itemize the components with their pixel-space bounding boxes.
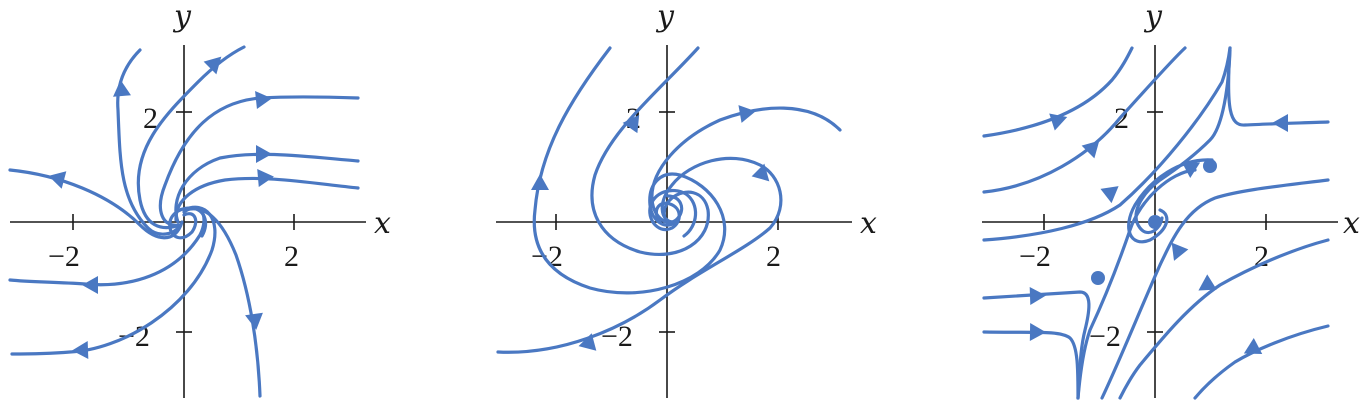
panel-3-trajectory	[1226, 46, 1330, 127]
panel-3-x-tick-label-pos: 2	[1254, 240, 1269, 273]
panel-1-direction-arrow	[255, 91, 272, 109]
panel-3-trajectory	[1193, 324, 1330, 400]
panel-3-y-axis-label: y	[1143, 0, 1163, 34]
panel-3-trajectory	[982, 46, 1134, 138]
panel-2-trajectory	[590, 46, 710, 257]
panel-1-trajectory	[174, 152, 360, 224]
panel-1-y-tick-label-pos: 2	[143, 102, 158, 135]
panel-1-direction-arrow	[256, 145, 272, 163]
panel-3-direction-arrow	[1081, 140, 1100, 159]
panel-3-equilibrium-point	[1091, 271, 1105, 285]
panel-3-trajectory	[1134, 48, 1232, 234]
panel-3-direction-arrow	[1049, 113, 1068, 131]
panel-2-trajectories	[496, 46, 842, 354]
panel-2-spiral: y x −2 2 2 −2	[496, 0, 877, 398]
panel-2-y-axis-label: y	[655, 0, 675, 34]
panel-3-trajectory	[1076, 168, 1197, 400]
panel-2-direction-arrow	[738, 105, 756, 123]
panel-1-direction-arrow	[113, 80, 131, 97]
panel-3-direction-arrow	[1243, 338, 1263, 354]
panel-1-trajectory	[184, 207, 262, 398]
panel-1-direction-arrow	[72, 341, 89, 359]
panel-3-y-tick-label-neg: −2	[1089, 320, 1121, 353]
panel-2-direction-arrow	[578, 333, 597, 351]
panel-3-multiple-equilibria: y x −2 2 2 −2	[982, 0, 1360, 400]
panel-2-direction-arrow	[622, 114, 640, 134]
panel-1-trajectory	[174, 176, 360, 222]
panel-3-trajectory	[1118, 238, 1330, 400]
panel-2-trajectory	[648, 188, 698, 238]
panel-3-trajectory	[982, 46, 1187, 194]
panel-1-direction-arrow	[82, 276, 98, 294]
panel-3-direction-arrow	[1100, 186, 1119, 204]
panel-2-x-tick-label-pos: 2	[766, 240, 781, 273]
panel-3-equilibrium-point	[1203, 159, 1217, 173]
panel-2-direction-arrow	[531, 174, 549, 190]
panel-3-direction-arrow	[1272, 114, 1288, 132]
panel-1-direction-arrow	[203, 56, 222, 75]
panel-1-trajectory	[8, 168, 184, 240]
panel-1-trajectory	[168, 206, 208, 240]
panel-2-x-axis-label: x	[860, 206, 877, 241]
panel-3-trajectories	[982, 46, 1330, 400]
panel-1-spiral-source: y x −2 2 2 −2	[8, 0, 391, 398]
panel-1-x-axis-label: x	[374, 206, 391, 241]
panel-1-y-tick-label-neg: −2	[118, 320, 150, 353]
panel-3-x-tick-label-neg: −2	[1019, 240, 1051, 273]
panel-3-trajectory	[982, 330, 1080, 400]
panel-1-x-tick-label-neg: −2	[48, 240, 80, 273]
panel-1-trajectory	[116, 48, 182, 236]
panel-1-direction-arrow	[257, 169, 274, 187]
panel-3-equilibrium-point	[1148, 215, 1162, 229]
panel-1-y-axis-label: y	[172, 0, 192, 34]
panel-3-trajectory	[982, 290, 1091, 400]
panel-1-direction-arrow	[245, 312, 263, 330]
panel-3-direction-arrow	[1029, 323, 1046, 341]
panel-3-direction-arrow	[1181, 162, 1201, 178]
panel-1-trajectory	[158, 95, 360, 227]
panel-1-x-tick-label-pos: 2	[284, 240, 299, 273]
panel-2-x-tick-label-neg: −2	[531, 240, 563, 273]
panel-3-direction-arrow	[1171, 242, 1189, 261]
panel-3-trajectory	[1100, 178, 1330, 400]
panel-3-trajectory	[982, 46, 1232, 242]
panel-1-direction-arrow	[48, 171, 67, 189]
panel-3-direction-arrow	[1029, 287, 1046, 305]
panel-2-direction-arrow	[751, 163, 770, 182]
panel-3-x-axis-label: x	[1343, 206, 1360, 241]
panel-2-trajectory	[650, 106, 842, 224]
panel-1-trajectories	[8, 45, 360, 398]
panel-2-trajectory	[496, 156, 783, 354]
panel-3-direction-arrow	[1198, 274, 1217, 291]
